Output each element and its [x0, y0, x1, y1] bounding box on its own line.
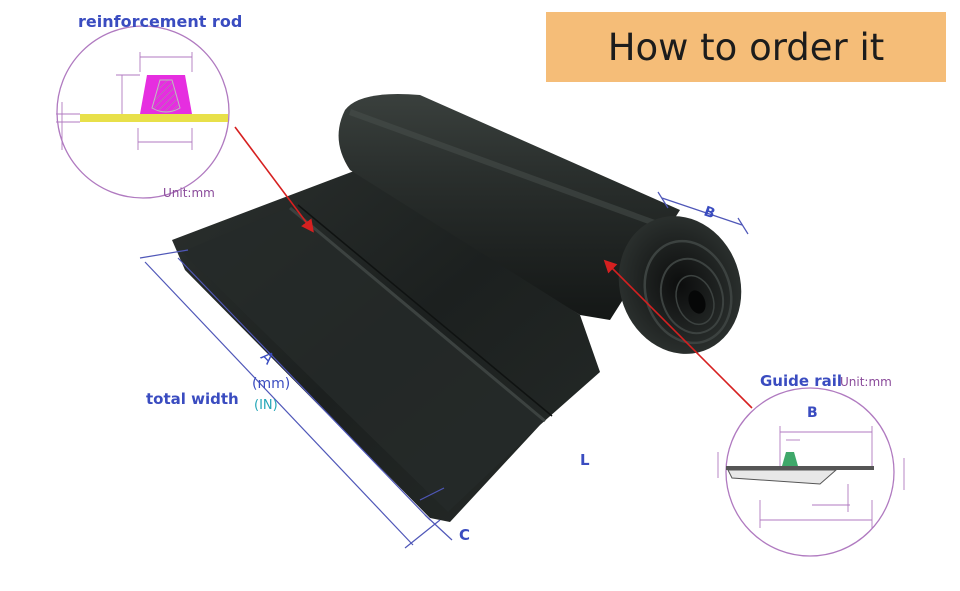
- title-banner: How to order it: [546, 12, 946, 82]
- dim-c-label: C: [459, 526, 471, 544]
- unit-mm-label: (mm): [252, 376, 291, 392]
- unit-label-right: Unit:mm: [840, 375, 892, 389]
- total-width-label: total width: [146, 390, 239, 408]
- dim-l-label: L: [580, 451, 590, 469]
- dimension-lines: [139, 191, 749, 549]
- pointer-arrows: [234, 126, 753, 409]
- reinforcement-rod-label: reinforcement rod: [78, 12, 243, 31]
- guide-rail-label: Guide rail: [760, 372, 843, 390]
- guide-rail-detail: [717, 387, 905, 557]
- reinforcement-rod-detail: [56, 25, 230, 199]
- page-title: How to order it: [607, 25, 885, 69]
- unit-in-label: (IN): [254, 398, 278, 413]
- membrane-roll: [338, 94, 742, 354]
- dim-b-detail-label: B: [807, 405, 818, 421]
- unit-label-left: Unit:mm: [163, 186, 215, 200]
